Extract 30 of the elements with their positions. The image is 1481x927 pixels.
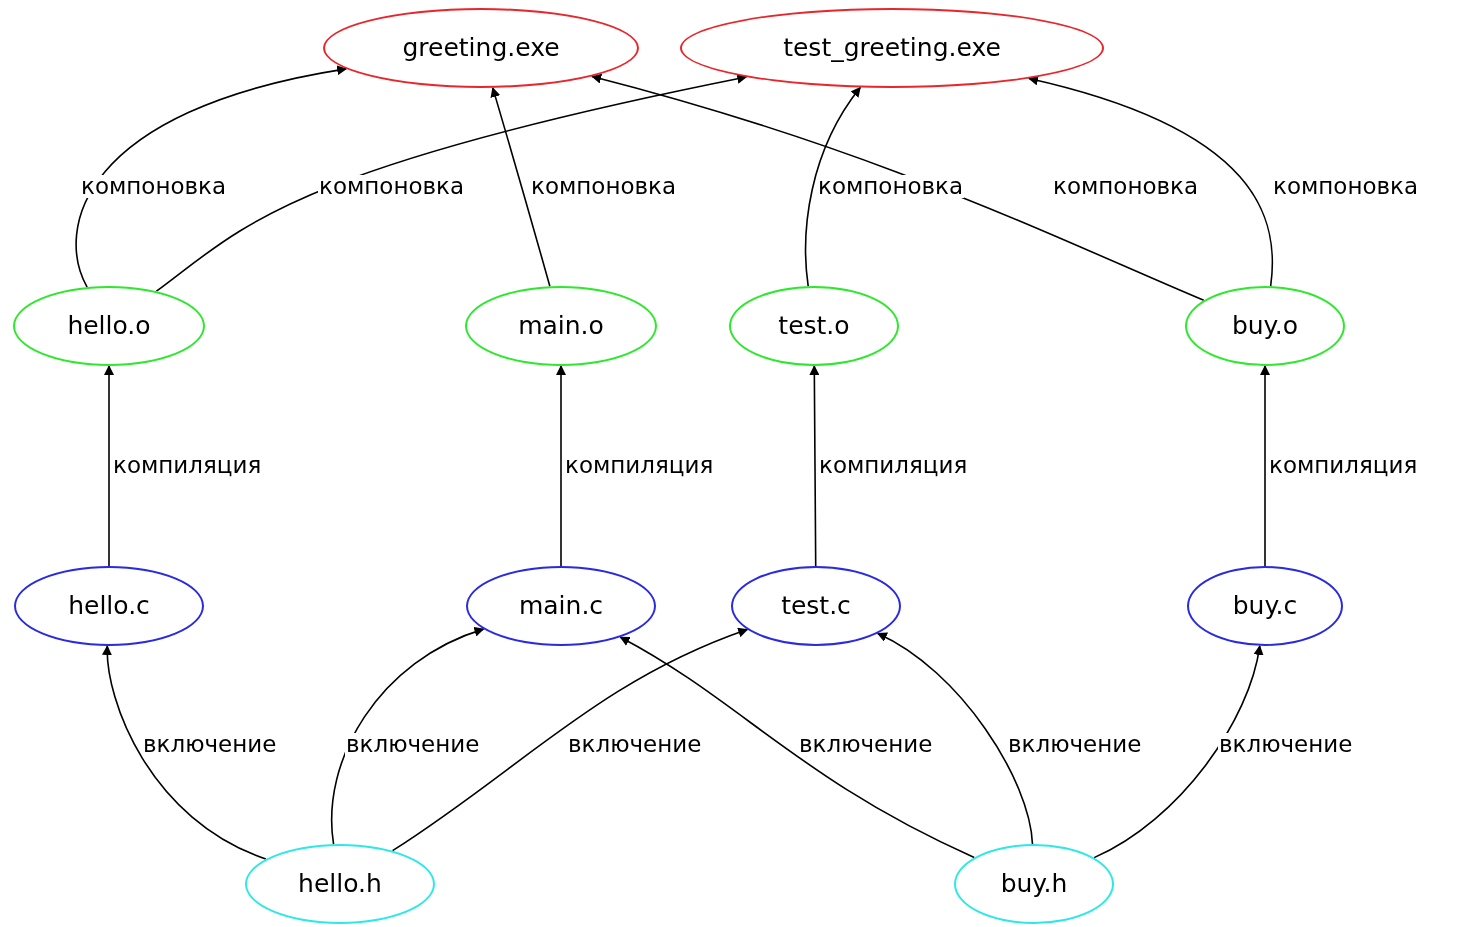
ellipse-node: hello.c — [14, 566, 204, 646]
ellipse-node: greeting.exe — [323, 8, 639, 88]
arrow — [1260, 365, 1270, 567]
arrow — [804, 86, 861, 287]
ellipse-node: main.o — [465, 286, 657, 366]
arrow — [876, 632, 1034, 845]
arrow — [391, 628, 749, 852]
edge-label: включение — [345, 733, 481, 756]
ellipse-node: test_greeting.exe — [680, 8, 1104, 88]
ellipse-node: buy.c — [1187, 566, 1343, 646]
arrow — [104, 365, 114, 567]
arrow — [591, 73, 1205, 302]
arrow — [556, 365, 566, 567]
arrow — [1093, 644, 1263, 859]
edge-label: компоновка — [817, 175, 965, 198]
ellipse-node: buy.h — [954, 844, 1114, 924]
ellipse-node: buy.o — [1185, 286, 1345, 366]
ellipse-node: test.c — [731, 566, 901, 646]
arrow — [809, 365, 820, 567]
arrow — [330, 627, 485, 845]
arrow — [75, 65, 348, 288]
arrow — [102, 645, 267, 860]
ellipse-node: hello.o — [13, 286, 205, 366]
arrow — [619, 636, 975, 859]
arrow — [490, 86, 551, 288]
ellipse-node: test.o — [729, 286, 899, 366]
ellipse-node: main.c — [466, 566, 656, 646]
arrow — [1028, 75, 1274, 287]
arrow — [155, 74, 748, 293]
ellipse-node: hello.h — [245, 844, 435, 924]
